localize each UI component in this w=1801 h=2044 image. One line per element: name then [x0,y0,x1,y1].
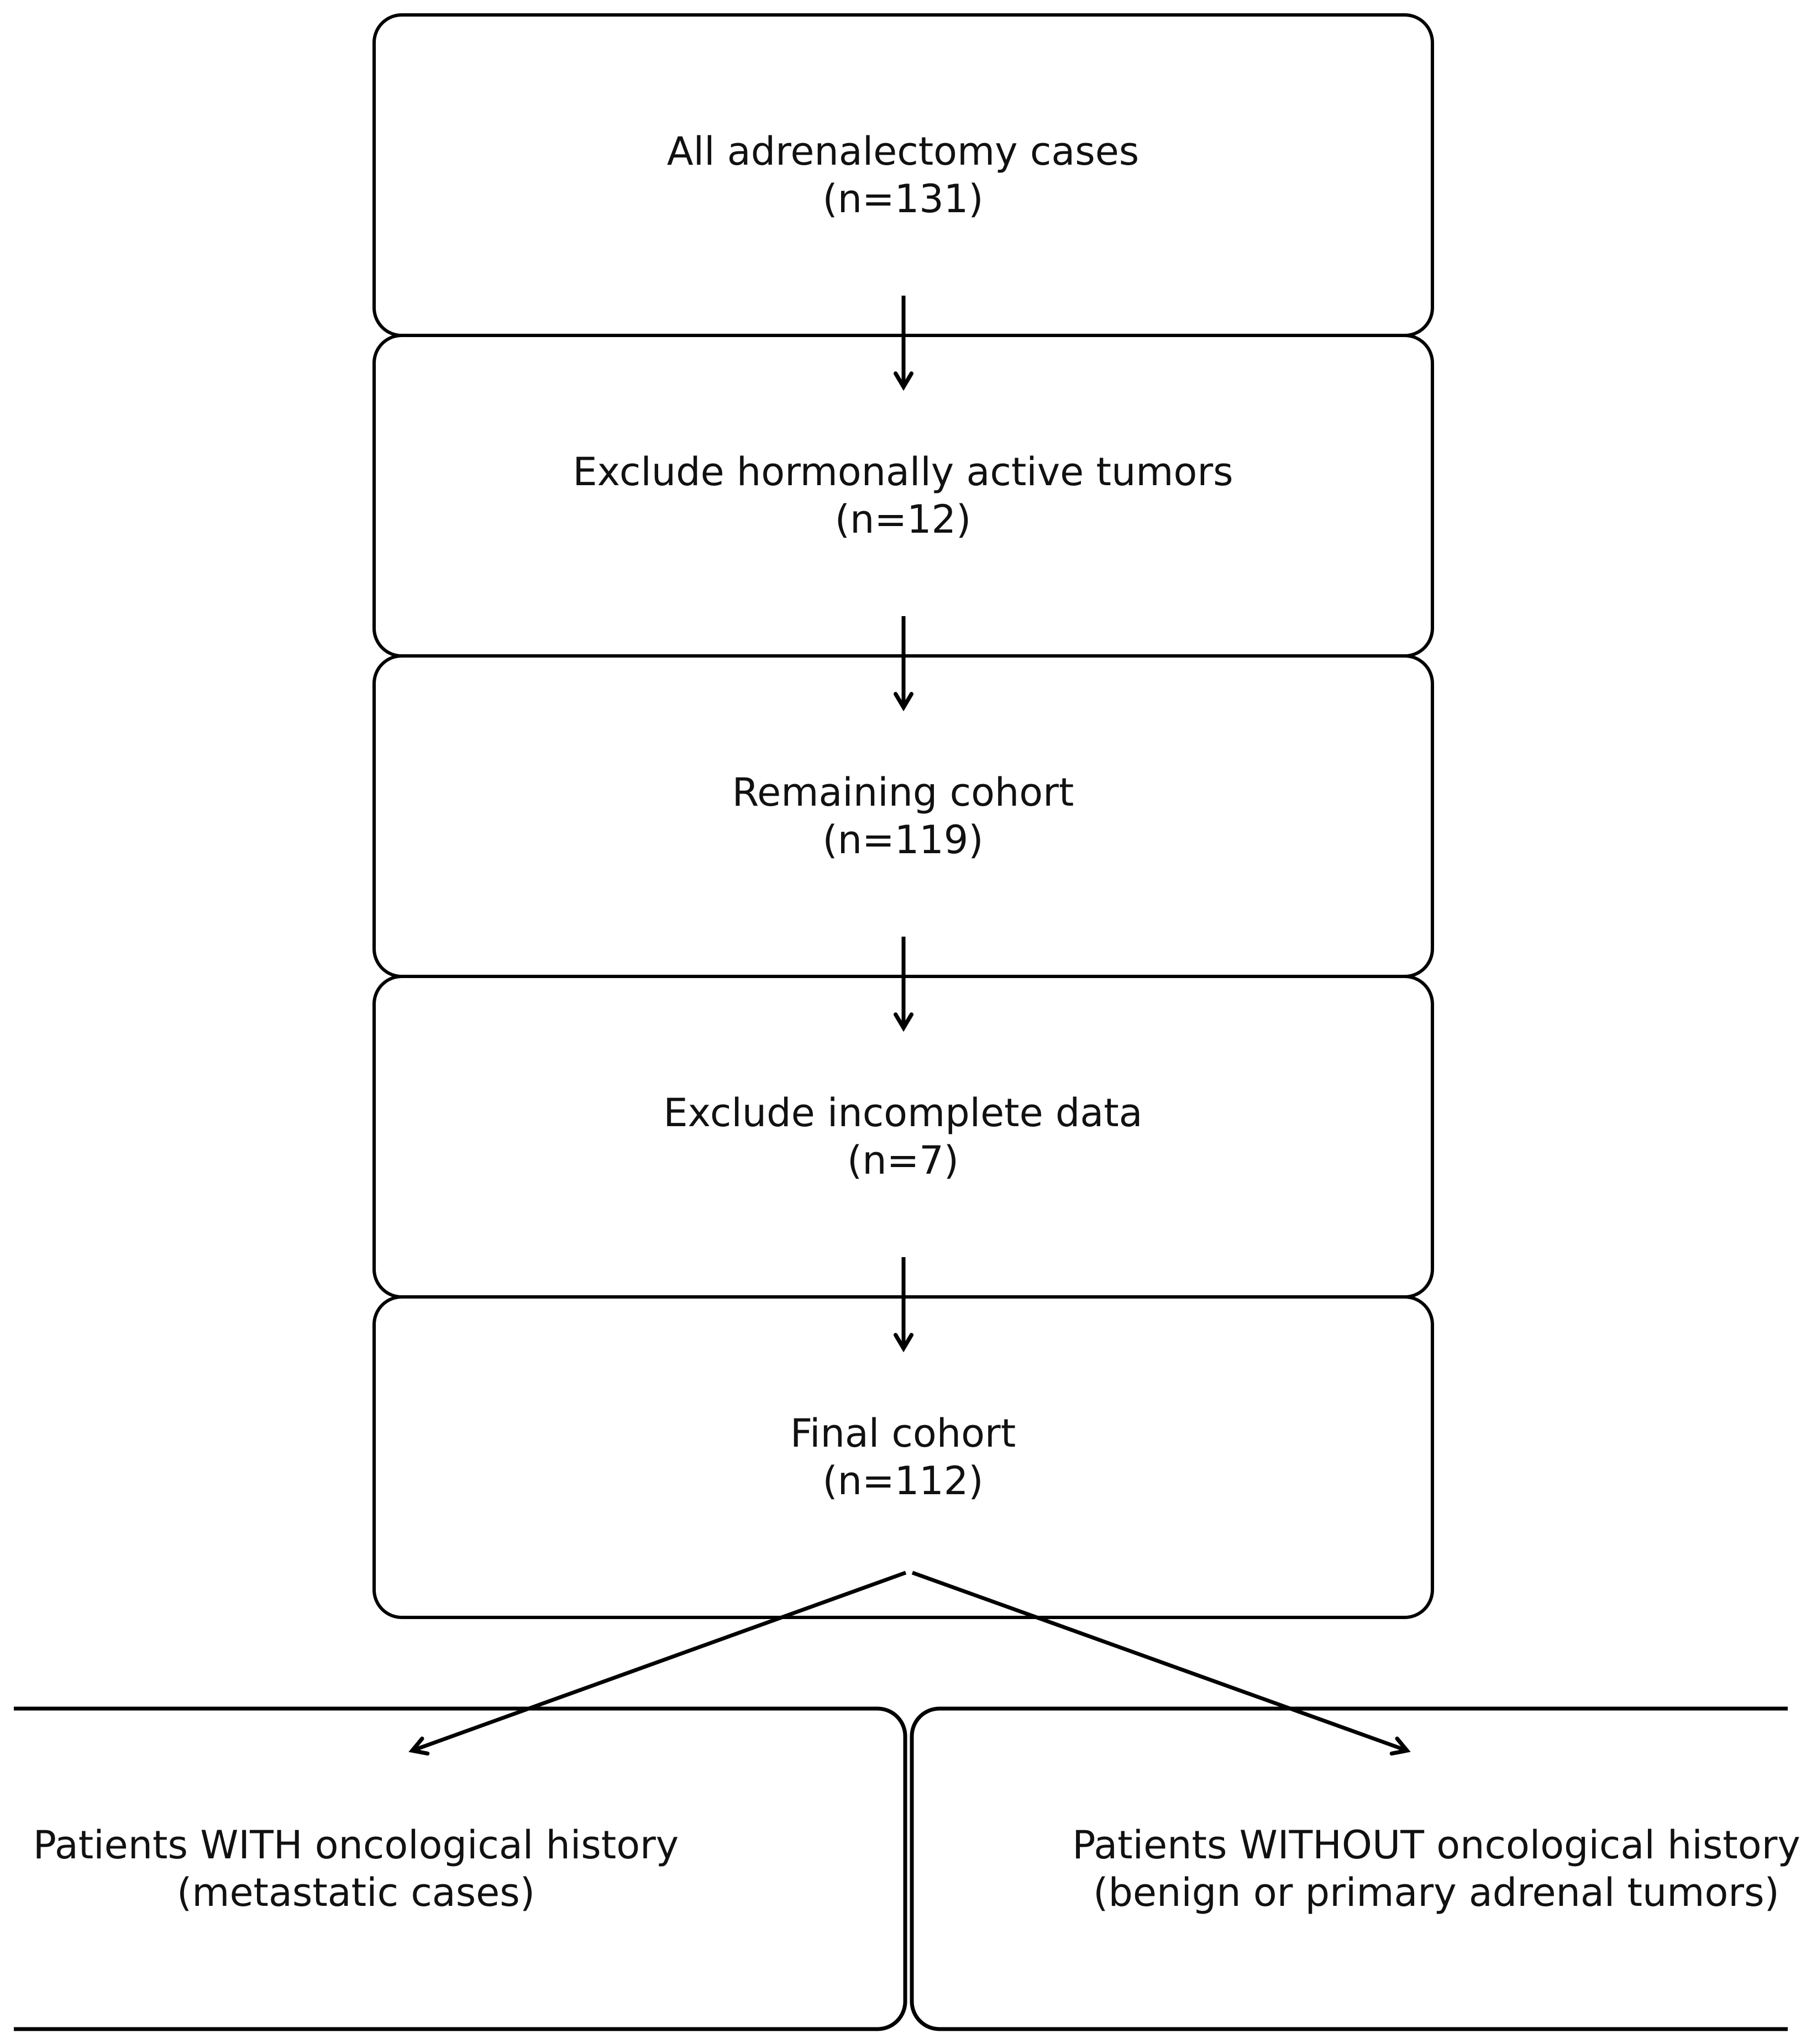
branch-labels: Patients WITH oncological history (metas… [33,1822,1800,1915]
cohort-stack [372,13,1434,1619]
cohort-labels: All adrenalectomy cases (n=131) Exclude … [573,129,1233,1504]
branch-label-line2: (metastatic cases) [177,1870,535,1915]
box-label-line1: Remaining cohort [732,770,1074,815]
box-label-line2: (n=119) [822,817,983,863]
arrow-down-left-icon [408,1570,907,1756]
box-label-line2: (n=131) [822,176,983,222]
arrow-down-right-icon [911,1570,1411,1756]
flow-box-all-adrenalectomy-cases [372,13,1434,337]
box-label-line2: (n=112) [822,1458,983,1504]
branch-arrows [408,1570,1411,1756]
box-label-line1: All adrenalectomy cases [667,129,1139,174]
box-label-line1: Final cohort [790,1411,1016,1456]
box-label-line1: Exclude incomplete data [663,1090,1142,1136]
flow-box-with-oncological-history [14,1706,907,2031]
box-label-line2: (n=7) [847,1138,959,1183]
box-label-line1: Exclude hormonally active tumors [573,449,1233,495]
branch-boxes [14,1706,1788,2031]
box-label-line2: (n=12) [835,497,972,542]
branch-label-line1: Patients WITH oncological history [33,1822,679,1868]
flow-box-without-oncological-history [910,1706,1788,2031]
branch-label-line2: (benign or primary adrenal tumors) [1093,1870,1779,1915]
branch-label-line1: Patients WITHOUT oncological history [1072,1822,1800,1868]
